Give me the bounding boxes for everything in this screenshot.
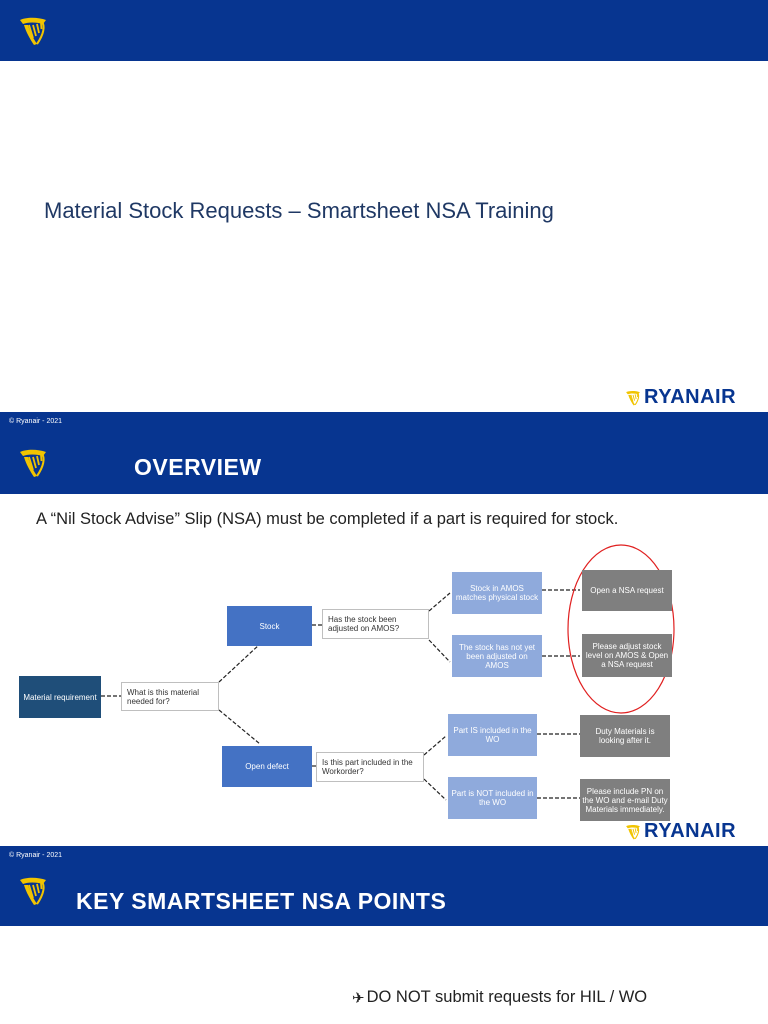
flow-question-stock-adjusted: Has the stock been adjusted on AMOS? — [322, 609, 429, 639]
flow-open-defect: Open defect — [222, 746, 312, 787]
flow-stock: Stock — [227, 606, 312, 646]
flow-stock-matches: Stock in AMOS matches physical stock — [452, 572, 542, 614]
slide-title: Material Stock Requests – Smartsheet NSA… — [0, 0, 768, 412]
flow-question-part-included: Is this part included in the Workorder? — [316, 752, 424, 782]
slide-heading: KEY SMARTSHEET NSA POINTS — [76, 888, 447, 914]
flow-open-nsa: Open a NSA request — [582, 570, 672, 611]
flow-include-pn: Please include PN on the WO and e-mail D… — [580, 779, 670, 821]
copyright-footer: © Ryanair - 2021 — [9, 852, 63, 859]
slide-key-points: © Ryanair - 2021 KEY SMARTSHEET NSA POIN… — [0, 846, 768, 1024]
ryanair-brand-logo: RYANAIR — [624, 386, 736, 409]
flow-question-needed-for: What is this material needed for? — [121, 682, 219, 711]
ryanair-harp-icon — [625, 823, 641, 840]
header-band: © Ryanair - 2021 KEY SMARTSHEET NSA POIN… — [0, 846, 768, 926]
flow-stock-not-adjusted: The stock has not yet been adjusted on A… — [452, 635, 542, 677]
header-band: © Ryanair - 2021 OVERVIEW — [0, 412, 768, 494]
flow-part-not-included: Part is NOT included in the WO — [448, 777, 537, 819]
presentation-title: Material Stock Requests – Smartsheet NSA… — [44, 198, 554, 223]
airplane-icon: ✈ — [352, 988, 365, 1007]
copyright-footer: © Ryanair - 2021 — [9, 418, 63, 425]
header-band — [0, 0, 768, 61]
key-point-bullet: ✈ DO NOT submit requests for HIL / WO — [352, 988, 648, 1007]
ryanair-harp-icon — [19, 876, 47, 906]
slide-overview: © Ryanair - 2021 OVERVIEW A “Nil Stock A… — [0, 412, 768, 846]
ryanair-harp-icon — [19, 16, 47, 46]
ryanair-harp-icon — [625, 389, 641, 406]
flowchart-connectors — [101, 544, 675, 801]
flow-part-is-included: Part IS included in the WO — [448, 714, 537, 756]
highlight-circle — [567, 544, 675, 714]
flow-duty-looking: Duty Materials is looking after it. — [580, 715, 670, 757]
ryanair-brand-logo: RYANAIR — [624, 820, 736, 843]
flow-material-requirement: Material requirement — [19, 676, 101, 718]
slide-heading: OVERVIEW — [134, 454, 262, 480]
flow-adjust-stock: Please adjust stock level on AMOS & Open… — [582, 634, 672, 677]
overview-intro: A “Nil Stock Advise” Slip (NSA) must be … — [36, 510, 619, 528]
